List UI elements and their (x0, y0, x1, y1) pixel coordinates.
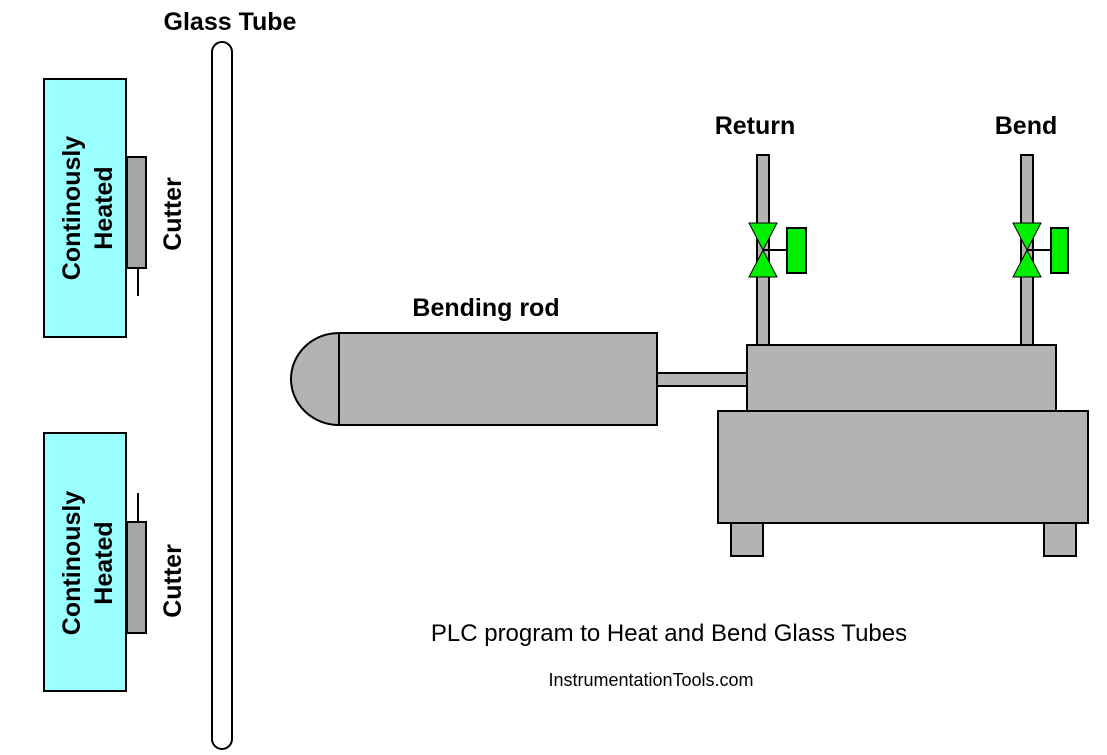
machine-foot-right (1043, 522, 1077, 557)
bend-valve-actuator (1050, 227, 1069, 274)
bend-valve-body-lower (1012, 248, 1042, 278)
bend-valve (1012, 222, 1069, 278)
cutter-bottom (126, 521, 147, 634)
heater-bottom-label-line1: Continously (58, 491, 86, 636)
website-credit: InstrumentationTools.com (548, 670, 753, 690)
machine-base (717, 410, 1089, 524)
bending-rod-label: Bending rod (412, 294, 559, 322)
return-valve-label: Return (715, 112, 796, 140)
glass-tube-label: Glass Tube (164, 8, 297, 36)
machine-foot-left (730, 522, 764, 557)
heater-bottom (43, 432, 127, 692)
bend-valve-label: Bend (995, 112, 1058, 140)
heater-bottom-label-line2: Heated (90, 521, 118, 604)
machine-upper-block (746, 344, 1057, 412)
glass-tube (211, 41, 233, 750)
heater-top-label-line2: Heated (90, 166, 118, 249)
heater-top-label-line1: Continously (58, 136, 86, 281)
return-valve-actuator (786, 227, 807, 274)
diagram-caption: PLC program to Heat and Bend Glass Tubes (431, 620, 907, 647)
cutter-top-label: Cutter (159, 177, 187, 251)
return-valve-body-upper (748, 222, 778, 252)
cutter-top (126, 156, 147, 269)
bending-rod-piston (656, 372, 748, 387)
cutter-bottom-label: Cutter (159, 544, 187, 618)
heater-top (43, 78, 127, 338)
return-valve (748, 222, 807, 278)
return-valve-body-lower (748, 248, 778, 278)
bending-rod-head (290, 331, 340, 427)
bend-valve-body-upper (1012, 222, 1042, 252)
bending-rod-body (338, 332, 658, 426)
